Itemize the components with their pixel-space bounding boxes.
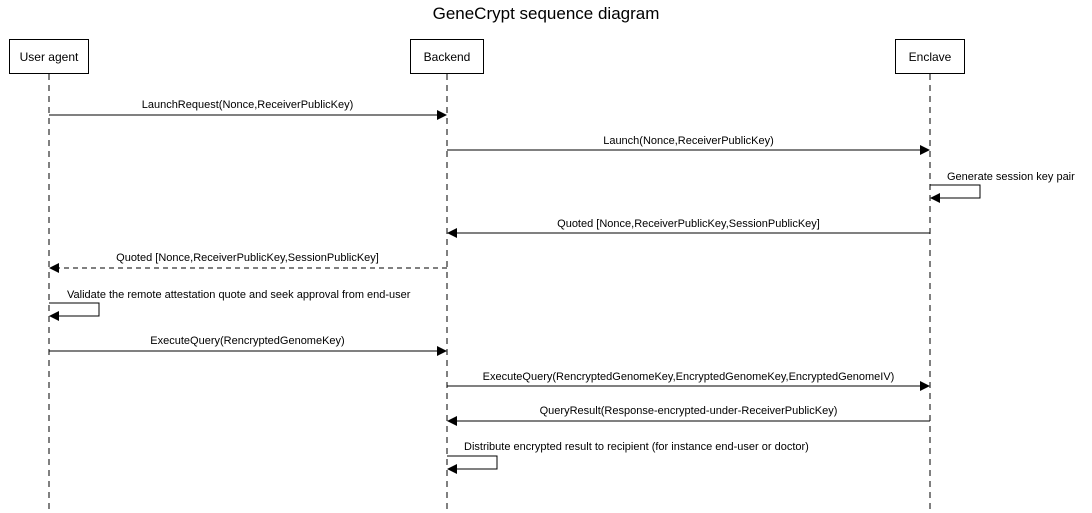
message-label-9: QueryResult(Response-encrypted-under-Rec… — [539, 405, 838, 417]
message-label-2: Launch(Nonce,ReceiverPublicKey) — [603, 135, 774, 147]
message-label-5: Quoted [Nonce,ReceiverPublicKey,SessionP… — [116, 252, 379, 264]
message-label-6: Validate the remote attestation quote an… — [67, 289, 411, 301]
diagram-title: GeneCrypt sequence diagram — [432, 4, 660, 23]
message-arrow-3 — [930, 184, 981, 203]
message-label-10: Distribute encrypted result to recipient… — [464, 441, 809, 453]
message-arrow-10 — [447, 455, 498, 474]
message-arrow-6 — [49, 302, 100, 321]
message-label-7: ExecuteQuery(RencryptedGenomeKey) — [150, 335, 345, 347]
message-label-1: LaunchRequest(Nonce,ReceiverPublicKey) — [141, 99, 354, 111]
participant-backend: Backend — [410, 39, 484, 74]
message-label-3: Generate session key pair — [947, 171, 1075, 183]
message-label-8: ExecuteQuery(RencryptedGenomeKey,Encrypt… — [482, 371, 895, 383]
participant-user-agent: User agent — [9, 39, 89, 74]
message-label-4: Quoted [Nonce,ReceiverPublicKey,SessionP… — [557, 218, 820, 230]
participant-enclave: Enclave — [895, 39, 965, 74]
